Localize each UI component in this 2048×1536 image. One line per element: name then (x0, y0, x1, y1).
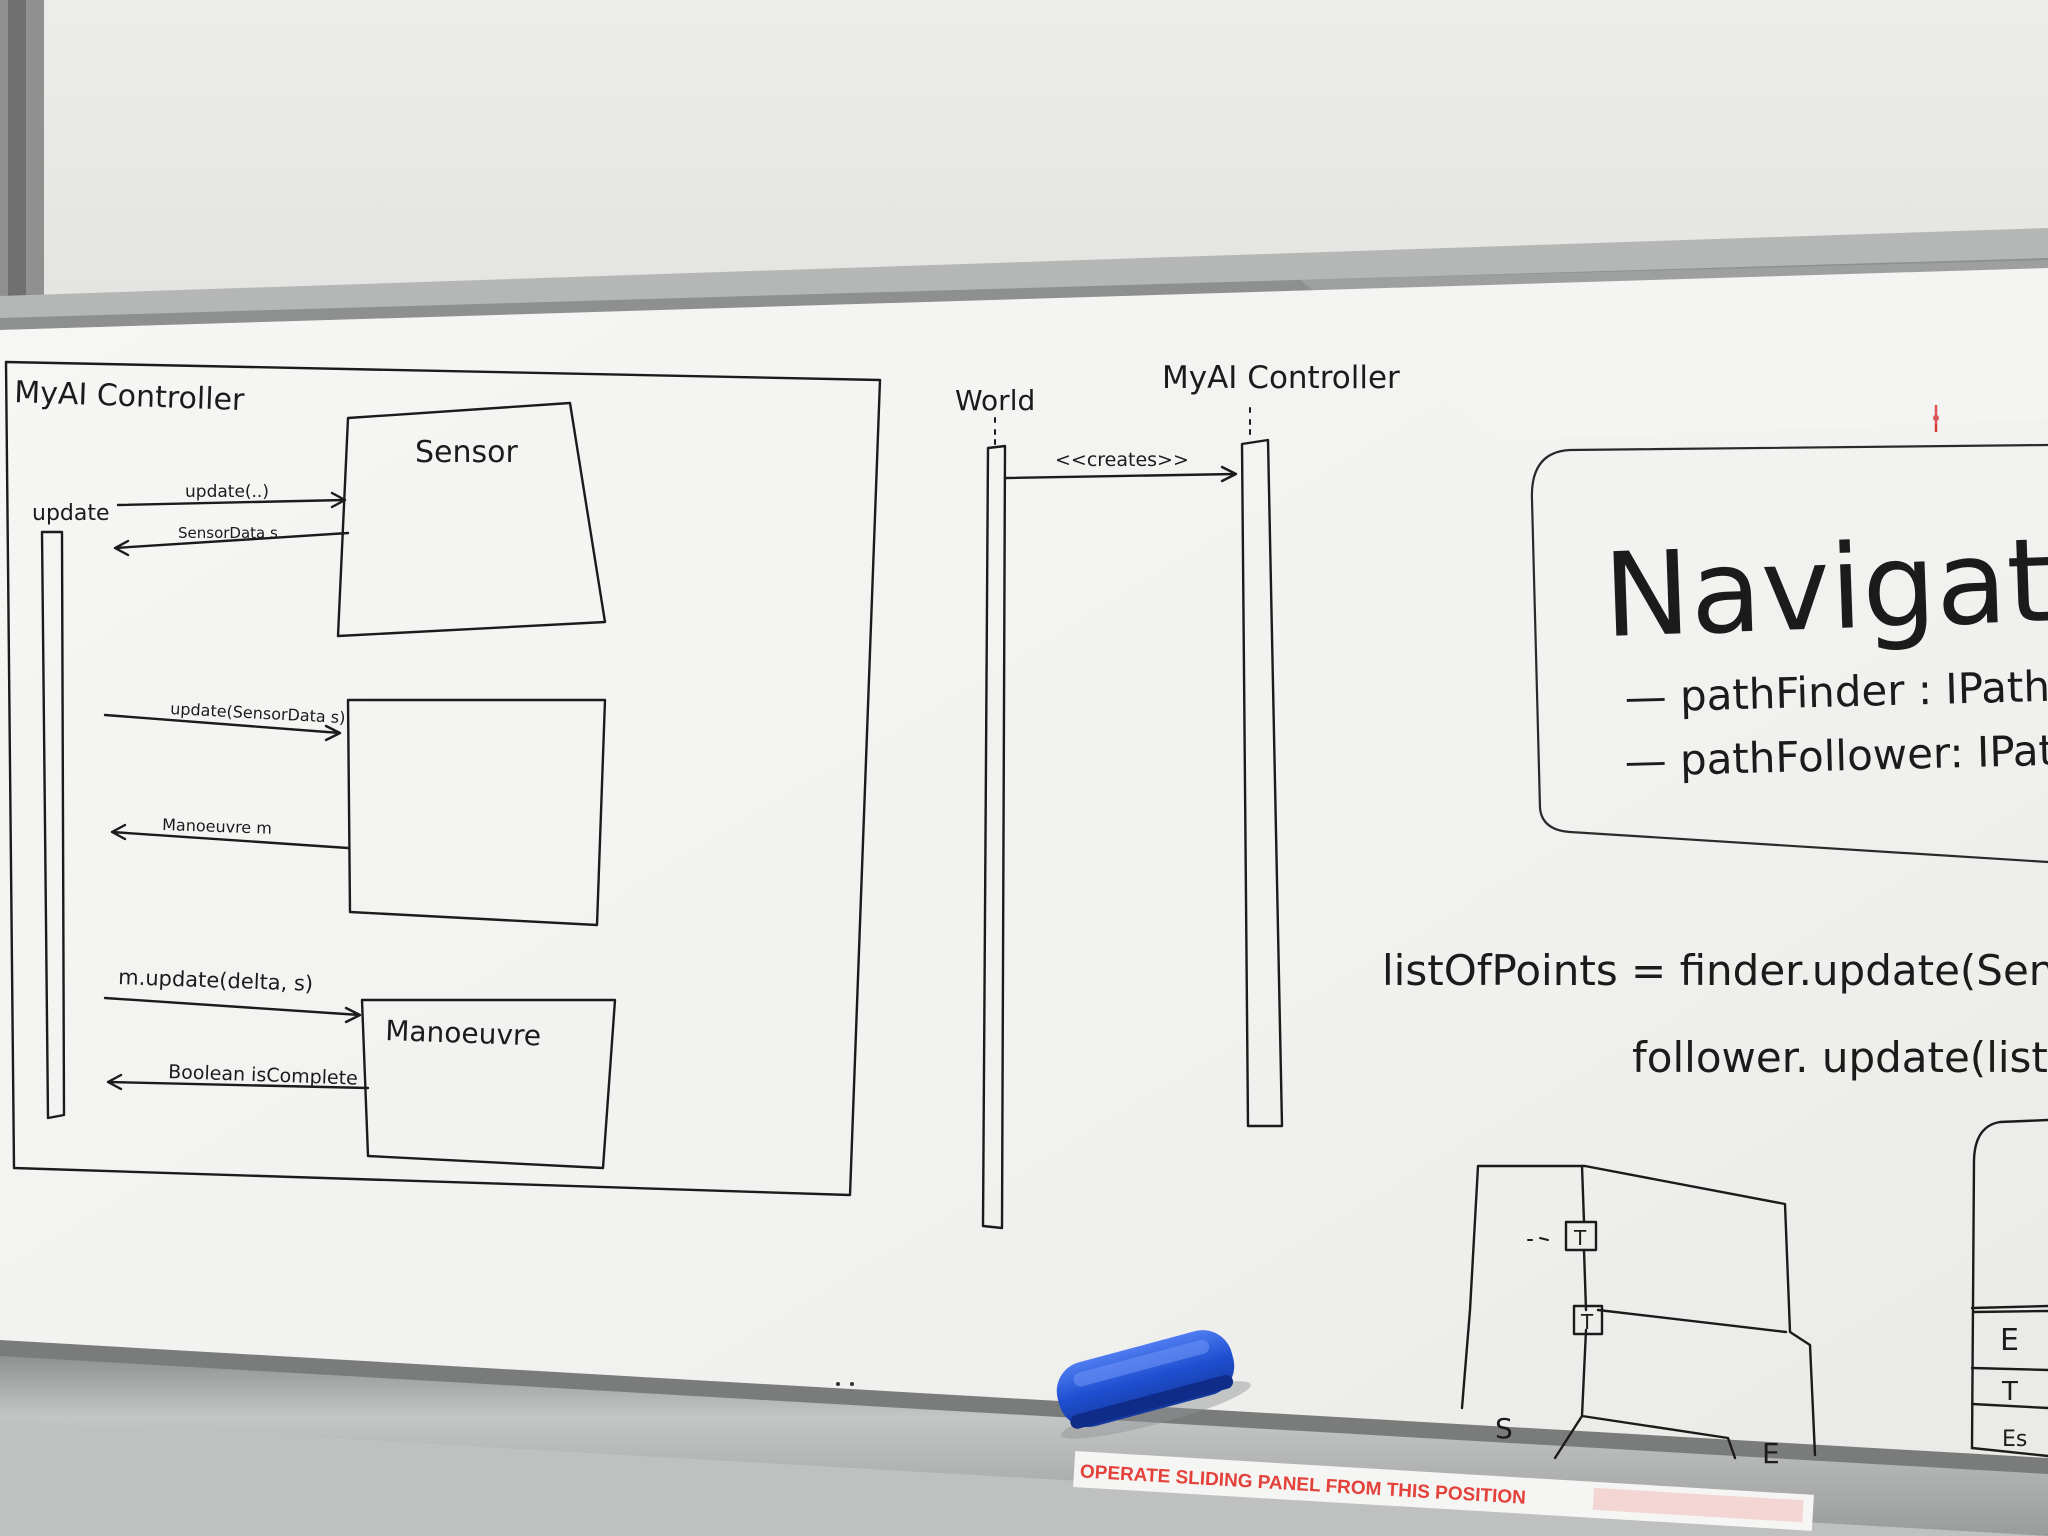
whiteboard-surface (0, 268, 2048, 1500)
msg-sensordata: SensorData s (178, 524, 278, 542)
map-sketch (1460, 1164, 1817, 1460)
ink-speck-2 (850, 1382, 854, 1386)
right-edge-box (1970, 1118, 2048, 1458)
whiteboard-eraser[interactable] (1044, 1321, 1254, 1449)
arrow-m-update (103, 996, 362, 1024)
sensor-label: Sensor (415, 435, 518, 470)
manoeuvre-label: Manoeuvre (385, 1014, 542, 1052)
msg-update: update(..) (185, 482, 269, 502)
arrow-update (116, 491, 347, 509)
sequence-diagram (981, 407, 1284, 1230)
arrow-update-sensordata (103, 713, 342, 742)
map-s-label: S (1495, 1412, 1513, 1445)
arrow-sensordata (113, 531, 350, 557)
map-t1-marker (1527, 1237, 1549, 1241)
navigator-field2: — pathFollower: IPat (1624, 726, 2048, 786)
right-box-row2: T (2001, 1377, 2018, 1407)
class-diagram-title: MyAI Controller (14, 375, 246, 418)
right-box-row1: E (2000, 1323, 2019, 1358)
map-t1-label: T (1573, 1226, 1587, 1250)
eraser-top-ridge (1073, 1339, 1210, 1387)
arrow-boolean (106, 1073, 370, 1091)
map-t2-label: T (1580, 1310, 1594, 1334)
navigator-title: Navigator (1601, 509, 2048, 664)
map-wall-upper (1580, 1164, 1788, 1334)
left-wall-edge-inner (8, 0, 26, 300)
controller-frame (4, 360, 882, 1197)
controller-label: MyAI Controller (1162, 360, 1400, 396)
update-label: update (32, 501, 110, 526)
controller-activation (1240, 438, 1284, 1128)
navigator-box (1530, 443, 2048, 864)
eraser-base (1070, 1374, 1234, 1429)
right-box-row3: Es (2002, 1427, 2027, 1452)
map-outline (1460, 1164, 1817, 1457)
middle-box (346, 698, 607, 927)
top-frame-rail (0, 228, 2048, 322)
board-glare (1300, 260, 2048, 440)
sensor-box (336, 401, 607, 638)
arrow-creates (1004, 465, 1238, 483)
ink-speck-1 (836, 1382, 840, 1386)
map-t2-box (1572, 1304, 1604, 1336)
class-diagram (4, 360, 882, 1197)
world-label: World (955, 384, 1035, 417)
update-activation-bar (40, 530, 66, 1120)
manoeuvre-box (360, 998, 617, 1170)
msg-manoeuvre: Manoeuvre m (162, 815, 272, 838)
arrow-manoeuvre (110, 823, 350, 850)
creates-label: <<creates>> (1055, 449, 1189, 471)
bottom-tray-lip (0, 1340, 2048, 1474)
top-frame-rail-shadow (0, 258, 2048, 330)
map-t1-box (1564, 1220, 1598, 1252)
map-wall-lower (1553, 1328, 1737, 1460)
world-activation (981, 444, 1007, 1230)
map-e-label: E (1762, 1437, 1780, 1470)
navigator-field1: — pathFinder : IPathF (1624, 661, 2048, 722)
code-line1: listOfPoints = finder.update(Sens (1382, 946, 2048, 995)
code-line2: follower. update(list (1632, 1033, 2048, 1082)
